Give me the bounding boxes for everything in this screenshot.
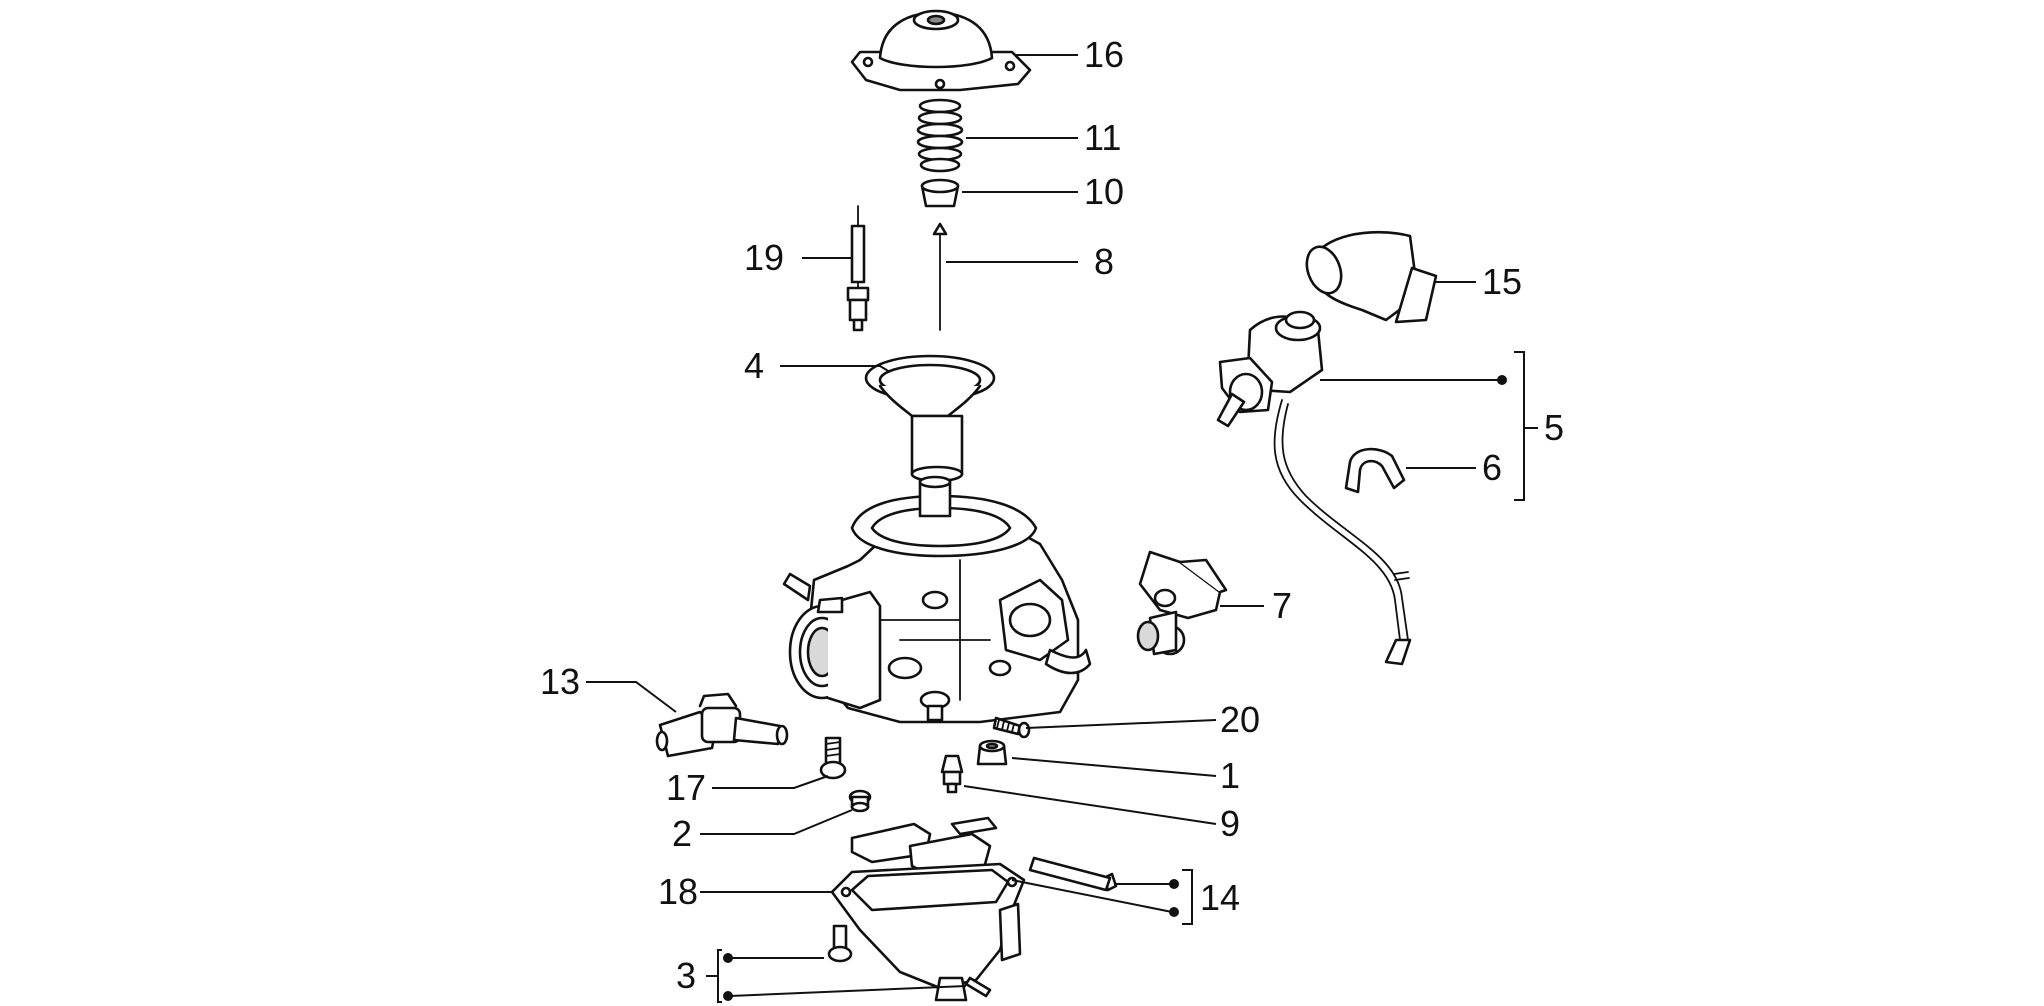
part-14-float-and-pin [850,816,1118,892]
callout-6: 6 [1482,447,1502,488]
part-9-needle-valve [940,754,964,794]
callout-8: 8 [1094,241,1114,282]
part-15-cap [1305,230,1438,324]
part-10-spring-seat [920,178,960,208]
part-7-starter-body [1136,550,1228,656]
callout-17: 17 [666,767,706,808]
callout-15: 15 [1482,261,1522,302]
part-6-clip [1344,447,1406,494]
callout-1: 1 [1220,755,1240,796]
callout-20: 20 [1220,699,1260,740]
part-2-small-jet [848,789,872,813]
part-19-starter-plunger [846,205,870,332]
part-4-diaphragm-slide [864,354,996,483]
part-20-screw [992,716,1031,739]
callout-2: 2 [672,813,692,854]
part-11-spring [916,98,964,173]
callout-5: 5 [1544,407,1564,448]
part-17-slow-jet [819,736,847,780]
callout-18: 18 [658,871,698,912]
callout-14: 14 [1200,877,1240,918]
callout-9: 9 [1220,803,1240,844]
callout-11: 11 [1084,117,1121,158]
part-5-auto-choke [1216,310,1412,666]
part-16-chamber-cover [850,9,1032,92]
part-8-jet-needle [932,222,948,331]
part-3-screws [827,924,992,998]
part-18-float-bowl [830,862,1026,1002]
leader-lines [586,54,1538,1003]
callout-13: 13 [540,661,580,702]
callout-7: 7 [1272,585,1292,626]
part-1-main-jet [976,739,1008,766]
callout-numbers: 16 11 10 8 19 4 15 5 6 7 13 20 1 9 17 2 … [540,34,1564,996]
callout-16: 16 [1084,34,1124,75]
callout-10: 10 [1084,171,1124,212]
callout-19: 19 [744,237,784,278]
callout-4: 4 [744,345,764,386]
carburetor-body [782,475,1092,724]
callout-3: 3 [676,955,696,996]
part-13-elbow-fitting [655,692,789,758]
